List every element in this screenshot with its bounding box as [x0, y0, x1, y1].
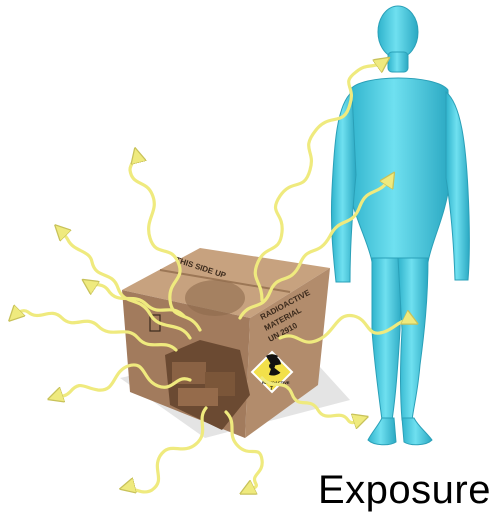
hazard-class-text: 7	[270, 386, 273, 392]
figure-head	[378, 6, 418, 58]
figure-leg-left	[398, 258, 428, 420]
figure-leg-right	[372, 258, 402, 420]
figure-arm-left	[446, 92, 470, 280]
human-figure	[331, 6, 469, 445]
figure-torso	[348, 78, 450, 262]
exposure-caption: Exposure	[318, 468, 491, 513]
